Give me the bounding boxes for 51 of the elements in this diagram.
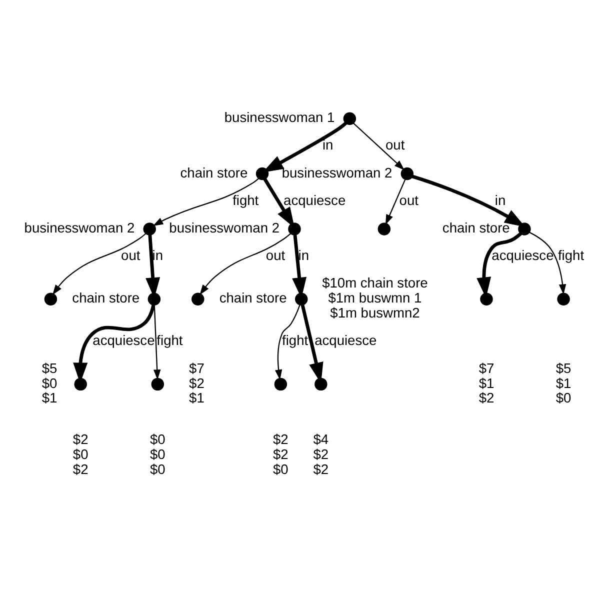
node-label: $1 [478, 376, 494, 391]
node-label: $0 [150, 462, 166, 477]
node-label: $0 [150, 447, 166, 462]
node-label: businesswoman 2 [24, 220, 135, 236]
node-label: $0 [556, 390, 572, 406]
node-label: $0 [72, 447, 88, 462]
edge-label: fight [232, 192, 259, 208]
edge-label: acquiesce [314, 333, 377, 348]
edge-label: out [399, 192, 418, 208]
node-label: $2 [273, 432, 288, 448]
node-label: $10m chain store [322, 276, 428, 291]
node-label: $1m buswmn2 [330, 306, 420, 321]
edge-label: fight [282, 333, 308, 348]
node-label: $0 [273, 462, 288, 477]
node-label: $2 [189, 376, 204, 391]
edge-label: in [322, 138, 334, 153]
node-label: chain store [72, 290, 140, 306]
edge-label: out [121, 248, 140, 264]
edge-label: fight [156, 333, 183, 348]
node-label: $7 [189, 360, 204, 376]
node-label: $2 [273, 447, 288, 462]
node-label: $7 [478, 360, 494, 376]
edge-label: fight [558, 248, 584, 264]
node-label: $1 [556, 376, 572, 391]
node-label: $2 [313, 447, 329, 462]
node-label: $0 [150, 432, 166, 448]
node-label: chain store [442, 220, 510, 236]
edge-label: in [152, 248, 164, 264]
node-label: $5 [42, 360, 58, 376]
node-label: $1 [189, 390, 204, 406]
edge-label: in [494, 192, 506, 208]
node-label: $4 [313, 432, 329, 448]
node-label: $0 [42, 376, 58, 391]
node-label: $2 [72, 462, 88, 477]
node-label: $2 [72, 432, 88, 448]
node-label: chain store [219, 290, 287, 306]
edge-label: out [266, 248, 286, 264]
edge-label: in [298, 248, 310, 264]
node-label: businesswoman 1 [224, 110, 335, 126]
node-label: businesswoman 2 [169, 220, 280, 236]
node-label: $1 [42, 390, 58, 406]
edge-label: acquiesce [92, 333, 155, 348]
node-label: $5 [556, 360, 572, 376]
edge-label: out [386, 138, 405, 153]
node-label: $1m buswmn 1 [328, 290, 422, 306]
edge-label: acquiesce [284, 192, 346, 208]
edge-label: acquiesce [492, 248, 554, 264]
node-label: $2 [313, 462, 329, 477]
node-label: $2 [478, 390, 494, 406]
node-label: chain store [180, 165, 248, 180]
node-label: businesswoman 2 [282, 165, 392, 180]
